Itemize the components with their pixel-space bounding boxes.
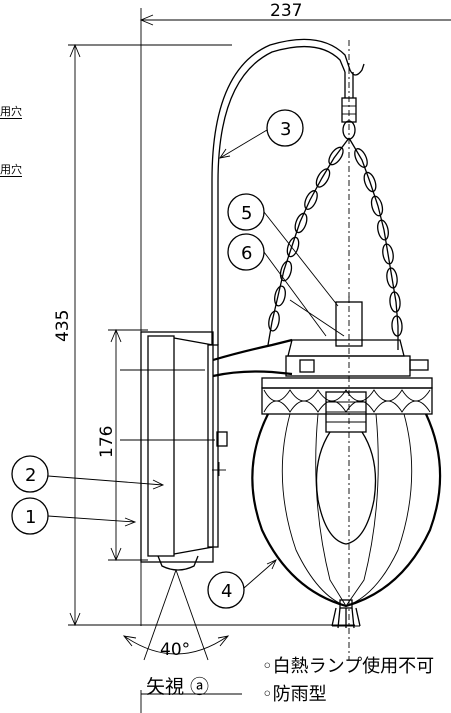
callout-6-label: 6 [241, 243, 252, 264]
angle-dimension: 40° [122, 569, 230, 661]
note-rainproof: ◦防雨型 [262, 684, 327, 705]
hook-bracket [211, 38, 365, 345]
callout-3-label: 3 [280, 119, 291, 140]
hole-label-bottom: 用穴 [0, 163, 22, 177]
hole-label-top: 用穴 [0, 105, 22, 119]
height-dimension-value: 435 [53, 310, 73, 342]
callout-2-label: 2 [25, 465, 36, 486]
callout-3: 3 [219, 109, 304, 159]
height-dimension: 4 3 5 [53, 43, 355, 627]
callout-5-label: 5 [241, 203, 252, 224]
view-label: 矢視 ⓐ [146, 676, 210, 698]
lamp-fitter [285, 296, 429, 377]
callout-1: 1 [11, 497, 137, 535]
support-arm [212, 338, 293, 378]
chains [267, 120, 403, 350]
width-dimension: 237 [139, 1, 451, 626]
callout-4: 4 [207, 559, 277, 609]
box-height-dimension-value: 176 [97, 426, 117, 458]
callout-1-label: 1 [25, 507, 36, 528]
wall-box [120, 331, 228, 571]
decorative-band [261, 377, 433, 415]
note-no-incandescent: ◦白熱ランプ使用不可 [262, 656, 435, 677]
lamp-bulb [315, 391, 377, 545]
callout-2: 2 [11, 455, 165, 493]
angle-dimension-value: 40° [160, 640, 190, 660]
callout-6: 6 [227, 233, 327, 337]
glass-globe [251, 413, 442, 608]
width-dimension-value: 237 [270, 1, 302, 21]
finial [331, 599, 361, 629]
callout-5: 5 [227, 193, 339, 307]
callout-4-label: 4 [221, 581, 232, 602]
